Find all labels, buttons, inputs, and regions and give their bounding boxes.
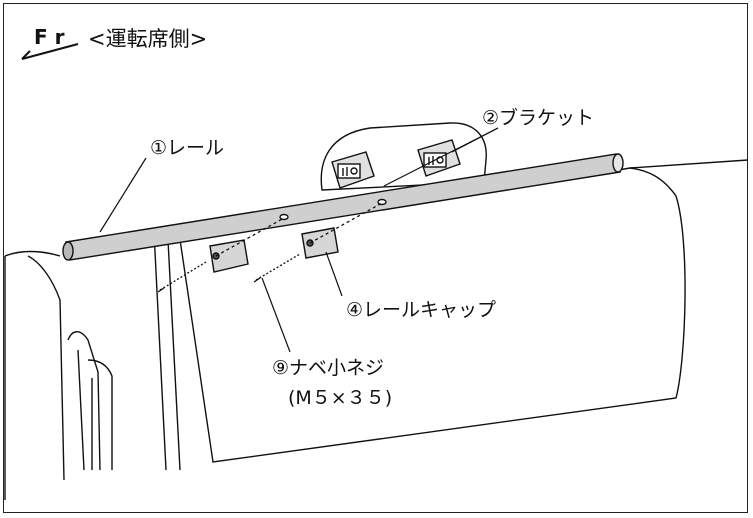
rail-label: ①レール — [150, 137, 224, 159]
front-direction-arrow — [21, 43, 79, 60]
rail-cap-label: ④レールキャップ — [346, 299, 496, 321]
screw-name-label: ⑨ナベ小ネジ — [272, 357, 384, 379]
diagram-frame — [3, 3, 748, 513]
front-label: F r — [34, 25, 65, 49]
rail — [62, 153, 624, 261]
bracket-left — [331, 151, 375, 189]
screw-left — [157, 217, 285, 293]
screw-right — [253, 202, 383, 283]
view-side-label: <運転席側> — [88, 27, 207, 51]
screw-size-label: (M５×３５) — [288, 387, 392, 409]
leader-lines — [99, 127, 499, 353]
bracket-label: ②ブラケット — [482, 106, 594, 129]
rail-cap-right — [301, 227, 339, 259]
rail-cap-left — [209, 239, 249, 273]
rear-seat-outline — [4, 250, 113, 500]
